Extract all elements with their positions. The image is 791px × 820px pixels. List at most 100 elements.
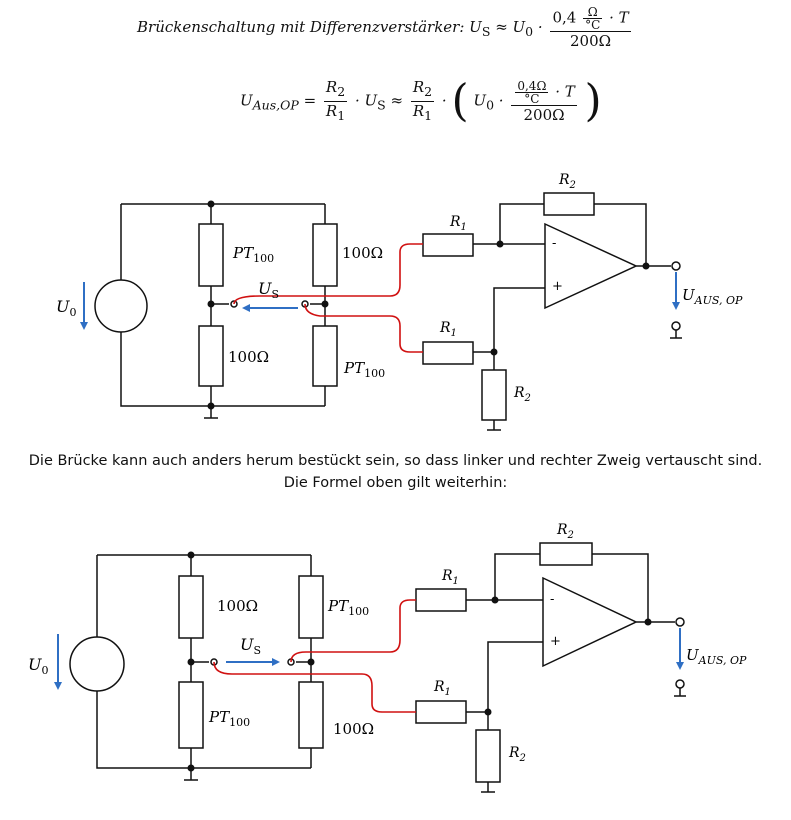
formula-1-num-b: Ω [583,6,603,19]
formula-2-r2b-sub: 2 [424,84,433,99]
formula-2-frac-b: R2 R1 [410,78,435,125]
c2-resistor-r1-bottom [415,700,467,724]
c2-outer-wires [96,554,311,769]
c1-resistor-100-right [312,223,338,287]
caption-line-2: Die Formel oben gilt weiterhin: [283,475,508,491]
formula-2-r1: R [325,102,338,120]
formula-1-num-c: °C [585,18,601,32]
c2-output-gnd-terminal [675,679,685,689]
circuit-1 [94,192,682,431]
formula-2-frac-c: 0,4Ω°C · T 200Ω [511,78,577,124]
c2-label-r2-feedback: R2 [556,522,574,541]
c1-resistor-100-left [198,325,224,387]
formula-2-r1b: R [412,102,425,120]
circuit-2 [69,542,686,793]
c1-resistor-r1-bottom [422,341,474,365]
c1-label-r1-bottom: R1 [439,320,457,339]
formula-1: Brückenschaltung mit Differenzverstärker… [137,6,634,50]
c1-label-100-right: 100Ω [342,244,383,262]
formula-1-lhs: Brückenschaltung mit Differenzverstärker… [137,18,482,36]
formula-2-inner-t: · T [555,82,575,100]
formula-2-paren-left: ( [451,75,469,127]
c1-feedback-wires [499,203,647,266]
c2-output-ground [674,688,686,697]
c1-label-u0: U0 [56,297,76,319]
formula-2-dot: · [441,91,447,110]
c2-label-plus: + [550,634,561,649]
formula-2-r1-sub: 1 [337,108,346,123]
c2-resistor-pt100-left [178,681,204,749]
formula-1-sub0: 0 [525,24,534,39]
c2-label-u0: U0 [28,655,48,677]
c2-wire-plus [466,641,543,713]
formula-2-us-sub: S [377,97,386,113]
formula-1-approx: ≈ U [495,18,526,36]
c1-output-ground [670,330,682,339]
c2-label-r1-top: R1 [441,568,459,587]
c2-label-pt100-left: PT100 [208,708,250,729]
formula-2-frac-a: R2 R1 [323,78,348,125]
c1-label-r2-feedback: R2 [558,172,576,191]
c1-resistor-pt100-left [198,223,224,287]
c2-label-us: US [240,635,261,657]
formula-2-r1b-sub: 1 [424,108,433,123]
c1-resistor-pt100-right [312,325,338,387]
c1-label-pt100-right: PT100 [343,359,385,380]
formula-1-num-a: 0,4 [552,8,577,27]
c1-label-r2-ground: R2 [513,385,531,404]
formula-1-dot: · [537,18,543,36]
c1-label-us: US [258,279,279,301]
formula-1-fraction: 0,4 Ω°C · T 200Ω [550,6,631,50]
c2-resistor-r1-top [415,588,467,612]
c1-label-minus: - [552,236,556,251]
caption-line-1: Die Brücke kann auch anders herum bestüc… [28,453,763,469]
formula-2-lhs-sub: Aus,OP [252,97,299,113]
formula-1-num-t: · T [609,8,629,27]
formula-2-dot-2: · [498,91,504,110]
formula-1-sub: S [481,24,491,39]
c1-resistor-r1-top [422,233,474,257]
c2-label-uaus: UAUS, OP [686,646,747,667]
formula-2-inner-num-a: 0,4Ω [515,78,549,93]
c2-resistor-pt100-right [298,575,324,639]
c2-opamp [542,576,638,668]
c1-label-100-left: 100Ω [228,348,269,366]
c2-label-pt100-right: PT100 [327,597,369,618]
c1-blue-arrows [80,272,680,330]
formula-2-approx: ≈ [390,91,404,110]
c1-wire-plus [473,287,545,353]
c2-output-terminal [675,617,685,627]
c2-source-circle [69,636,125,692]
formula-2-u0: U [473,91,487,110]
c1-r2-ground [487,420,501,431]
formula-2-us: · U [354,91,378,110]
c2-feedback-wires [494,553,649,622]
formula-2-inner-num-b: °C [524,91,540,106]
formula-2-inner-den: 200Ω [523,105,565,124]
c1-label-uaus: UAUS, OP [682,286,743,307]
formula-2-eq: = [303,91,317,110]
c1-junction-dots [207,200,650,410]
c2-red-wires [213,599,416,713]
c1-label-r1-top: R1 [449,214,467,233]
c1-opamp [544,222,638,310]
formula-2-r2b: R [412,78,425,96]
caption: Die Brücke kann auch anders herum bestüc… [0,450,791,494]
c2-label-r1-bottom: R1 [433,679,451,698]
c2-resistor-100-left [178,575,204,639]
c1-output-gnd-terminal [671,321,681,331]
formula-2-r2: R [325,78,338,96]
formula-2-r2-sub: 2 [337,84,346,99]
c2-label-minus: - [550,592,554,607]
formula-2: UAus,OP = R2 R1 · US ≈ R2 R1 · ( U0 · 0,… [240,78,602,125]
c1-resistor-r2-ground [481,369,507,421]
formula-1-den: 200Ω [570,32,612,50]
c2-resistor-r2-ground [475,729,501,783]
formula-2-paren-right: ) [584,75,602,127]
c2-r2-ground [481,782,495,793]
c2-junction-dots [187,551,652,772]
c2-resistor-r2-feedback [539,542,593,566]
c2-blue-arrows [54,628,684,690]
c1-resistor-r2-feedback [543,192,595,216]
